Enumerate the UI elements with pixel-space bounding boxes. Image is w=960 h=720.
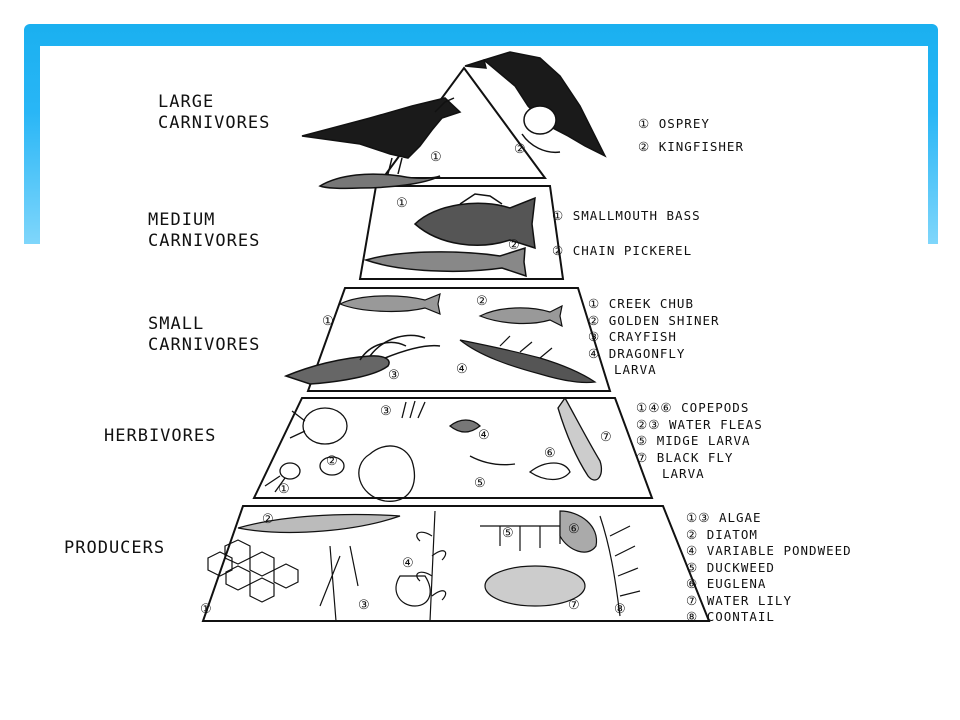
food-pyramid-diagram: LARGE CARNIVORES MEDIUM CARNIVORES SMALL… [40,46,928,648]
legend-medium-carnivores: ① SMALLMOUTH BASS ② CHAIN PICKEREL [552,208,701,259]
organism-number: ④ [402,556,415,571]
level-label-line: CARNIVORES [148,335,261,355]
kingfisher-drawing [464,51,607,158]
producers-drawings [207,510,641,622]
organism-number: ⑦ [600,430,613,445]
dragonfly-larva-drawing [459,335,597,384]
legend-large-carnivores: ① OSPREY ② KINGFISHER [638,116,744,155]
level-label-line: MEDIUM [148,210,216,230]
organism-number: ② [514,142,527,157]
level-label-large-carnivores: LARGE CARNIVORES [158,92,270,134]
golden-shiner-drawing [478,304,563,328]
legend-entry: ⑥ EUGLENA [686,576,767,591]
creek-chub-drawing [338,293,441,315]
organism-number: ① [200,602,213,617]
legend-small-carnivores: ① CREEK CHUB ② GOLDEN SHINER ③ CRAYFISH … [588,296,720,379]
legend-entry: ① OSPREY [638,116,710,131]
legend-entry: ⑤ DUCKWEED [686,559,775,575]
legend-producers: ①③ ALGAE ② DIATOM ④ VARIABLE PONDWEED ⑤ … [686,510,852,626]
legend-entry: ① CREEK CHUB [588,296,694,311]
organism-number: ④ [478,428,491,443]
legend-entry: ② DIATOM [686,526,758,542]
organism-number: ⑧ [614,602,627,617]
level-label-line: HERBIVORES [104,426,217,446]
level-label-line: LARGE [158,92,215,112]
level-label-small-carnivores: SMALL CARNIVORES [148,314,260,356]
legend-entry: ② KINGFISHER [638,138,744,154]
organism-number: ① [430,150,443,165]
organism-number: ③ [388,368,401,383]
organism-number: ③ [358,598,371,613]
level-label-medium-carnivores: MEDIUM CARNIVORES [148,210,260,252]
legend-entry: LARVA [614,362,657,377]
level-label-line: SMALL [148,314,205,334]
organism-number: ⑥ [544,446,557,461]
organism-number: ② [262,512,275,527]
organism-number: ② [508,238,521,253]
legend-entry: ④ VARIABLE PONDWEED [686,543,852,558]
legend-entry: ②③ WATER FLEAS [636,416,763,432]
level-label-line: CARNIVORES [158,113,271,133]
pyramid-drawing [201,51,711,622]
crayfish-drawing [283,334,441,385]
legend-entry: ⑧ COONTAIL [686,609,775,624]
algae-net [207,539,299,603]
organism-number: ② [476,294,489,309]
organism-number: ⑤ [502,526,515,541]
legend-herbivores: ①④⑥ COPEPODS ②③ WATER FLEAS ⑤ MIDGE LARV… [636,400,763,483]
organism-number: ④ [456,362,469,377]
level-label-line: PRODUCERS [64,538,166,558]
chain-pickerel-drawing [363,246,527,278]
tier-medium-carnivores [358,185,565,280]
legend-entry: ② GOLDEN SHINER [588,312,720,328]
organism-number: ② [326,454,339,469]
smallmouth-bass-drawing [413,193,536,250]
legend-entry: ⑦ WATER LILY [686,592,792,608]
organism-number: ① [396,196,409,211]
legend-entry: ①③ ALGAE [686,510,762,525]
legend-entry: ⑤ MIDGE LARVA [636,433,751,448]
organism-number: ① [278,482,291,497]
herbivores-drawings [264,396,603,502]
level-label-herbivores: HERBIVORES [104,426,216,447]
organism-number: ⑤ [474,476,487,491]
organism-number: ⑦ [568,598,581,613]
legend-entry: ② CHAIN PICKEREL [552,242,693,258]
tier-herbivores [252,397,654,499]
tier-producers [201,505,711,622]
osprey-drawing [301,97,462,190]
tier-small-carnivores [306,287,612,392]
organism-number: ① [322,314,335,329]
legend-entry: ① SMALLMOUTH BASS [552,208,701,223]
legend-entry: ⑦ BLACK FLY [636,449,734,465]
organism-number: ⑥ [568,522,581,537]
legend-entry: ③ CRAYFISH [588,329,677,344]
level-label-line: CARNIVORES [148,231,261,251]
organism-number: ③ [380,404,393,419]
legend-entry: ①④⑥ COPEPODS [636,400,750,415]
level-label-producers: PRODUCERS [64,538,165,559]
legend-entry: ④ DRAGONFLY [588,345,686,361]
legend-entry: LARVA [662,466,705,481]
